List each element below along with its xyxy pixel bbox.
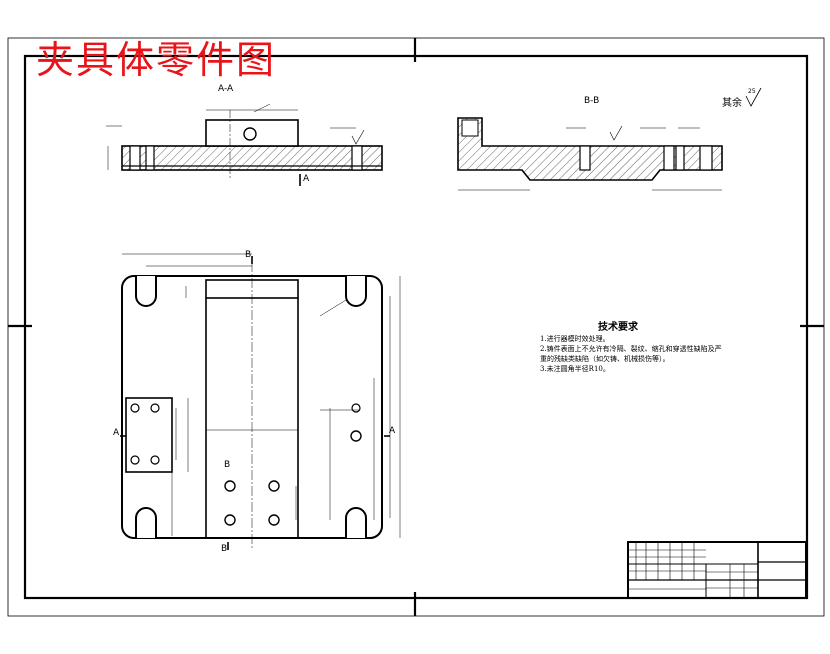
section-aa-label: A-A	[218, 84, 234, 94]
title-block	[627, 541, 807, 599]
plan-view	[120, 253, 401, 550]
roughness-label: 其余	[722, 98, 742, 109]
technical-requirements-list: 1.进行器模时效处理。 2.铸件表面上不允许有冷隔、裂纹、缩孔和穿透性缺陷及严 …	[540, 334, 722, 374]
section-marker-a-right: A	[389, 426, 396, 436]
section-marker-a-aa: A	[303, 174, 310, 184]
section-bb-label: B-B	[584, 96, 600, 106]
section-marker-b-bottom: B	[221, 544, 228, 554]
section-bb-view	[457, 117, 723, 191]
technical-requirements-title: 技术要求	[598, 322, 638, 333]
tech-item: 3.未注圆角半径R10。	[540, 365, 610, 373]
outer-border	[7, 37, 825, 617]
section-marker-b-mid: B	[224, 460, 231, 470]
drawing-title: 夹具体零件图	[36, 38, 277, 82]
section-marker-b-top: B	[245, 250, 252, 260]
section-marker-a-left: A	[113, 428, 120, 438]
tech-item: 1.进行器模时效处理。	[540, 335, 610, 343]
section-aa-view	[106, 103, 383, 186]
roughness-value: 25	[748, 88, 756, 95]
roughness-symbol	[745, 87, 762, 107]
tech-item: 重的残缺类缺陷（如欠铸、机械损伤等）。	[540, 355, 670, 363]
tech-item: 2.铸件表面上不允许有冷隔、裂纹、缩孔和穿透性缺陷及严	[540, 345, 722, 353]
